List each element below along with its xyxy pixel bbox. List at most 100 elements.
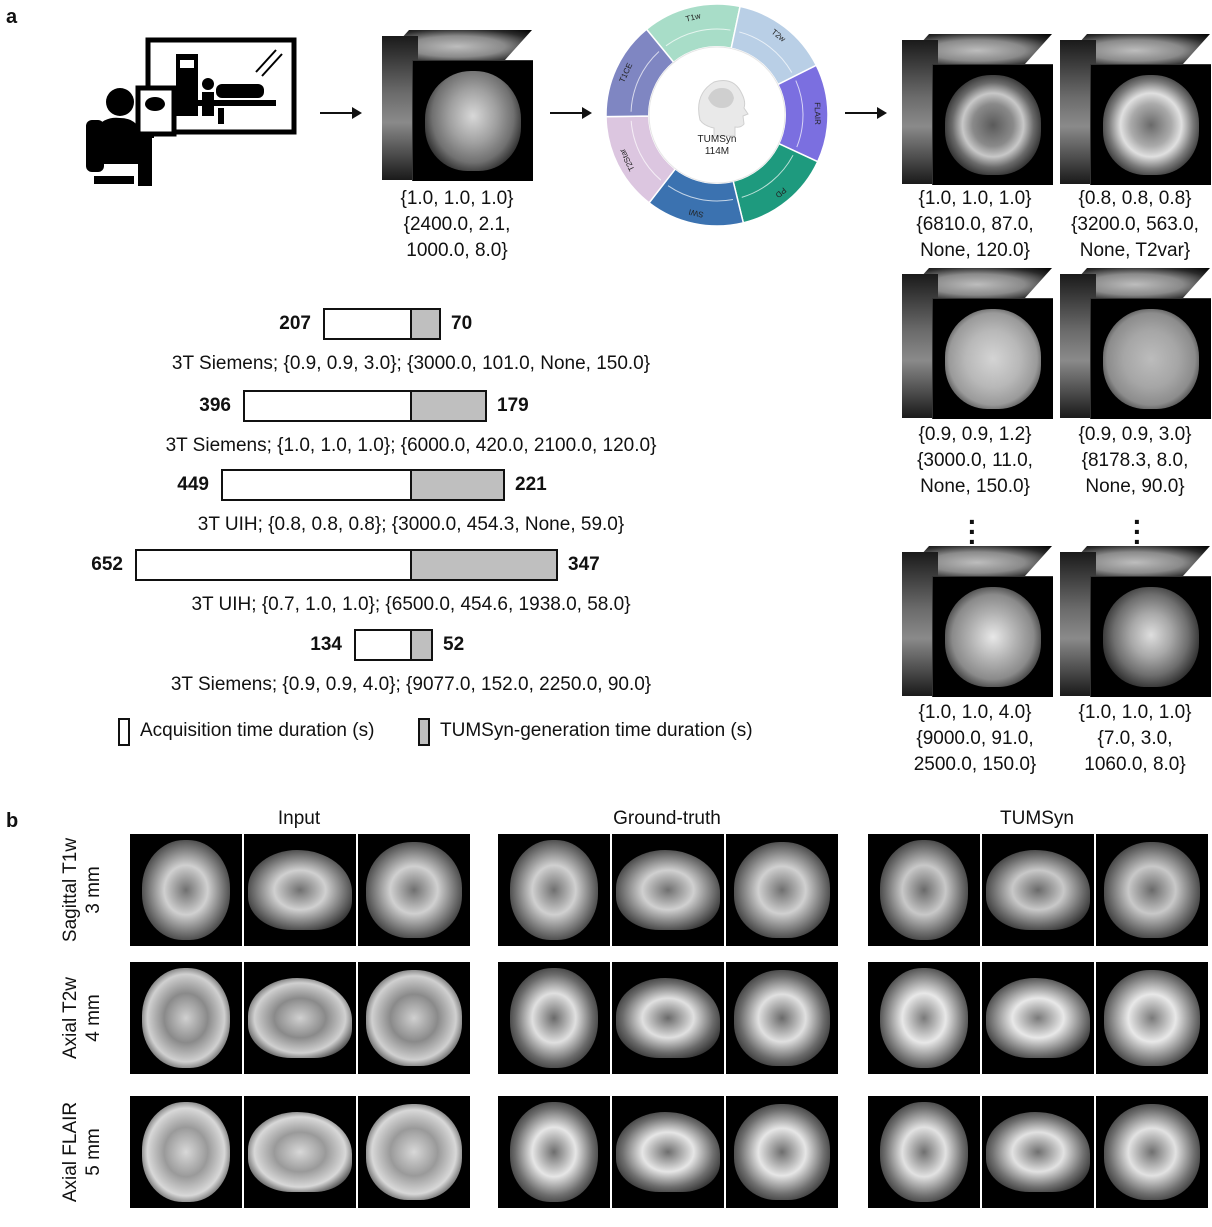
brain-tissue xyxy=(880,968,968,1068)
brain-tissue xyxy=(510,1102,598,1202)
output-param-line: {6810.0, 87.0, xyxy=(916,214,1034,235)
mri-slice xyxy=(1096,962,1208,1074)
mri-slice xyxy=(612,834,724,946)
mri-slice xyxy=(498,834,610,946)
wheel-ring xyxy=(665,28,731,47)
output-volume-cube xyxy=(1060,268,1211,419)
bar-value-acquisition: 396 xyxy=(199,395,231,416)
bar-value-acquisition: 652 xyxy=(91,554,123,575)
wheel-ring xyxy=(739,31,793,73)
brain-tissue xyxy=(880,840,968,940)
head-brain-icon xyxy=(698,80,749,137)
row-label-sequence: Axial T2w xyxy=(60,977,81,1060)
brain-tissue xyxy=(734,842,830,938)
output-params: {1.0, 1.0, 1.0}{7.0, 3.0,1060.0, 8.0} xyxy=(1040,700,1212,778)
model-size: 114M xyxy=(705,146,729,157)
arrow-to-outputs xyxy=(845,107,887,119)
output-param-line: {0.8, 0.8, 0.8} xyxy=(1078,188,1192,209)
output-param-line: {1.0, 1.0, 4.0} xyxy=(918,702,1032,723)
brain-tissue xyxy=(142,968,230,1068)
bar-value-generation: 347 xyxy=(568,554,600,575)
output-params: {1.0, 1.0, 4.0} {9000.0, 91.0, 2500.0, 150… xyxy=(880,700,1070,778)
output-param-line: None, 150.0} xyxy=(920,476,1030,497)
brain-tissue xyxy=(142,840,230,940)
output-params: {0.9, 0.9, 3.0}{8178.3, 8.0,None, 90.0} xyxy=(1040,422,1212,500)
mri-slice xyxy=(982,962,1094,1074)
bar-value-generation: 52 xyxy=(443,634,465,655)
output-param-line: {3000.0, 11.0, xyxy=(917,450,1033,471)
legend-label-generation: TUMSyn-generation time duration (s) xyxy=(440,720,753,741)
row-label-sequence: Axial FLAIR xyxy=(60,1101,81,1203)
output-volume-cube xyxy=(902,546,1053,697)
mri-slice xyxy=(1096,1096,1208,1208)
mri-slice xyxy=(244,1096,356,1208)
bar-generation xyxy=(410,629,433,661)
bar-generation xyxy=(410,390,487,422)
panel-a-letter: a xyxy=(6,6,18,28)
bar-value-acquisition: 449 xyxy=(177,474,209,495)
brain-tissue xyxy=(616,850,720,930)
mri-slice xyxy=(982,1096,1094,1208)
panel-b-letter: b xyxy=(6,810,19,832)
bar-value-acquisition: 207 xyxy=(279,313,311,334)
mri-slice xyxy=(498,962,610,1074)
row-label-thickness: 4 mm xyxy=(83,994,104,1042)
column-title-ground-truth: Ground-truth xyxy=(613,808,721,829)
output-param-line: None, 120.0} xyxy=(920,240,1030,261)
output-param-line: {0.9, 0.9, 3.0} xyxy=(1078,424,1192,445)
mri-slice xyxy=(130,1096,242,1208)
brain-tissue xyxy=(616,978,720,1058)
bar-category-label: 3T Siemens; {1.0, 1.0, 1.0}; {6000.0, 42… xyxy=(165,435,657,456)
wheel-ring xyxy=(667,185,734,202)
brain-tissue xyxy=(510,840,598,940)
mri-slice xyxy=(244,962,356,1074)
mri-slice xyxy=(726,1096,838,1208)
output-param-line: {3200.0, 563.0, xyxy=(1071,214,1199,235)
bar-generation xyxy=(410,308,441,340)
brain-tissue xyxy=(1104,842,1200,938)
bar-category-label: 3T Siemens; {0.9, 0.9, 4.0}; {9077.0, 15… xyxy=(170,674,652,695)
column-title-tumsyn: TUMSyn xyxy=(1000,808,1074,829)
output-param-line: 2500.0, 150.0} xyxy=(913,754,1037,775)
bar-category-label: 3T UIH; {0.8, 0.8, 0.8}; {3000.0, 454.3,… xyxy=(197,514,625,535)
model-name: TUMSyn xyxy=(698,134,737,145)
brain-tissue xyxy=(1104,1104,1200,1200)
output-param-line: {9000.0, 91.0, xyxy=(916,728,1034,749)
wheel-sector-label: T1w xyxy=(685,11,702,23)
brain-tissue xyxy=(616,1112,720,1192)
row-label-thickness: 5 mm xyxy=(83,1128,104,1176)
brain-tissue xyxy=(366,1104,462,1200)
brain-tissue xyxy=(986,1112,1090,1192)
bar-acquisition xyxy=(221,469,412,501)
wheel-sector-label: FLAIR xyxy=(813,102,822,125)
brain-tissue xyxy=(248,978,352,1058)
output-param-line: None, 90.0} xyxy=(1085,476,1185,497)
wheel-ring xyxy=(795,80,804,148)
arrow-to-model xyxy=(550,107,592,119)
output-param-line: None, T2var} xyxy=(1079,240,1191,261)
mri-slice xyxy=(612,1096,724,1208)
ellipsis-dots: ... xyxy=(1133,499,1141,550)
arrow-to-input xyxy=(320,107,362,119)
brain-tissue xyxy=(142,1102,230,1202)
brain-tissue xyxy=(366,842,462,938)
output-param-line: {1.0, 1.0, 1.0} xyxy=(918,188,1032,209)
brain-tissue xyxy=(986,978,1090,1058)
bar-generation xyxy=(410,549,558,581)
mri-slice xyxy=(130,962,242,1074)
output-param-line: {7.0, 3.0, xyxy=(1097,728,1173,749)
bar-value-acquisition: 134 xyxy=(310,634,342,655)
mri-slice xyxy=(726,834,838,946)
brain-tissue xyxy=(1104,970,1200,1066)
wheel-ring xyxy=(741,154,794,198)
technician-scanner-icon xyxy=(86,37,297,186)
output-volume-cube xyxy=(1060,546,1211,697)
bar-acquisition xyxy=(323,308,412,340)
mri-slice xyxy=(358,834,470,946)
wheel-sector-label: SWI xyxy=(688,207,705,219)
output-volume-cube xyxy=(902,34,1053,185)
brain-tissue xyxy=(510,968,598,1068)
bar-category-label: 3T Siemens; {0.9, 0.9, 3.0}; {3000.0, 10… xyxy=(171,353,651,374)
